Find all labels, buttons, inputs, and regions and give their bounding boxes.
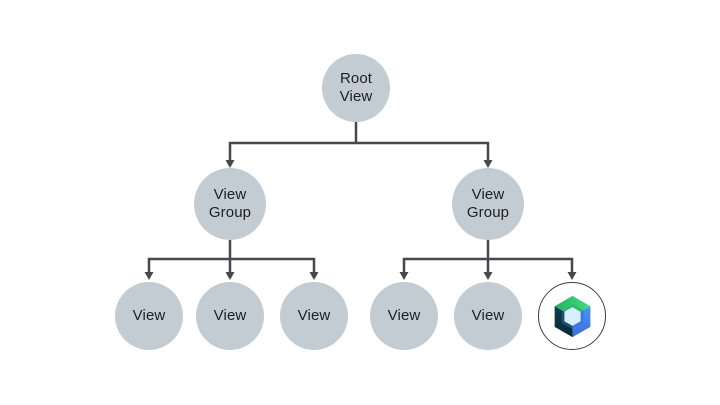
- arrowhead-icon: [399, 272, 409, 280]
- node-label: View Group: [208, 186, 252, 221]
- arrowhead-icon: [309, 272, 319, 280]
- node-label: View Group: [466, 186, 510, 221]
- edge-level2-left: [147, 257, 316, 272]
- node-view-left-1: View: [115, 282, 183, 350]
- node-view-left-2: View: [196, 282, 264, 350]
- arrowhead-icon: [225, 160, 235, 168]
- node-label: View: [213, 307, 247, 324]
- node-compose: [538, 282, 606, 350]
- node-view-group-right: View Group: [452, 168, 524, 240]
- jetpack-compose-icon: [554, 295, 590, 337]
- arrowhead-icon: [483, 272, 493, 280]
- node-view-group-left: View Group: [194, 168, 266, 240]
- node-view-right-1: View: [370, 282, 438, 350]
- arrowhead-icon: [144, 272, 154, 280]
- node-label: Root View: [339, 70, 373, 105]
- arrowhead-icon: [567, 272, 577, 280]
- node-root-view: Root View: [322, 54, 390, 122]
- arrowhead-icon: [483, 160, 493, 168]
- node-view-left-3: View: [280, 282, 348, 350]
- node-view-right-2: View: [454, 282, 522, 350]
- arrowhead-icon: [225, 272, 235, 280]
- edge-level2-right: [402, 257, 574, 272]
- node-label: View: [471, 307, 505, 324]
- node-label: View: [387, 307, 421, 324]
- node-label: View: [297, 307, 331, 324]
- edge-level1: [228, 141, 490, 160]
- node-label: View: [132, 307, 166, 324]
